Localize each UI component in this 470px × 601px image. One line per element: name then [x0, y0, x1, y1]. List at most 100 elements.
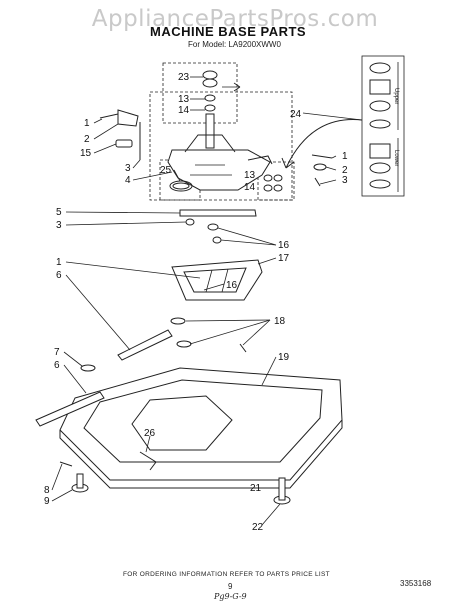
document-number: 3353168 [400, 579, 432, 588]
part-6-18-group [117, 317, 247, 361]
part-3-right [314, 177, 321, 187]
transmission-body [167, 149, 271, 191]
part-17-inner [183, 267, 247, 293]
base-frame-center [131, 395, 233, 451]
part-14-washer-c [273, 184, 283, 192]
part-6-bar [117, 329, 173, 361]
inset-upper-label: Upper [393, 88, 399, 104]
part-25-ring-inner [172, 182, 190, 190]
callout-5: 5 [56, 207, 62, 218]
inset-frame [361, 55, 405, 197]
arrow-marker [222, 82, 241, 92]
top-dashed-box [162, 62, 238, 124]
small-dashed-box [257, 161, 295, 201]
inset-lower-bearing [369, 143, 391, 159]
callout-6-lower: 6 [54, 360, 60, 371]
callout-19: 19 [278, 352, 290, 363]
callout-labels: 23 13 14 24 1 2 15 3 4 25 1 2 3 13 14 5 … [44, 72, 348, 533]
part-13-washer [204, 94, 216, 102]
inset-upper-ring [369, 100, 391, 112]
callout-1-left: 1 [84, 118, 90, 129]
callout-13-top: 13 [178, 94, 190, 105]
inset-pointer-arrow [281, 119, 363, 169]
part-23-ring-lower [202, 78, 218, 88]
callout-2-left: 2 [84, 134, 90, 145]
part-14-washer [204, 104, 216, 112]
callout-3-right: 3 [342, 175, 348, 186]
callout-2-right: 2 [342, 165, 348, 176]
inset-lower-seal [369, 179, 391, 189]
part-21-stem [278, 477, 286, 501]
callout-1-mid: 1 [56, 257, 62, 268]
callout-14-box: 14 [244, 182, 256, 193]
part-26-clip [139, 451, 157, 471]
part-8-bolt [59, 461, 73, 467]
callout-14-top: 14 [178, 105, 190, 116]
part-7-pad [80, 364, 96, 372]
callout-7: 7 [54, 347, 60, 358]
part-5-strap [179, 209, 257, 217]
part-16-clip [212, 236, 222, 244]
callout-26: 26 [144, 428, 156, 439]
bearing-inset [281, 55, 405, 197]
callout-23: 23 [178, 72, 190, 83]
mid-parts-group [179, 209, 257, 244]
upper-assembly-group [149, 62, 295, 201]
part-6-rail [35, 391, 105, 427]
left-rail-group [35, 364, 105, 427]
inset-lower-label: Lower [393, 150, 399, 166]
part-13-washer-c [273, 174, 283, 182]
model-subtitle: For Model: LA9200XWW0 [188, 40, 281, 49]
callout-25: 25 [160, 165, 172, 176]
callout-16-lower: 16 [226, 280, 238, 291]
part-14-washer-b [263, 184, 273, 192]
base-frame-side [59, 420, 343, 489]
transmission-shaft [205, 113, 215, 149]
part-18-clip [239, 343, 247, 353]
part-1-pin-right [311, 154, 333, 159]
left-bracket-group [99, 109, 141, 160]
part-1-mid [207, 223, 219, 231]
base-frame-group [59, 367, 343, 489]
callout-1-right: 1 [342, 151, 348, 162]
transmission-arm [247, 155, 273, 165]
callout-24: 24 [290, 109, 302, 120]
inset-lower-ring [369, 162, 391, 174]
part-2-bracket [117, 109, 139, 127]
part-13-washer-b [263, 174, 273, 182]
part-17-frame [171, 259, 263, 301]
inset-upper-bearing [369, 79, 391, 95]
transmission-dashed-box [149, 91, 293, 201]
transmission-hub [184, 134, 236, 153]
callout-15: 15 [80, 148, 92, 159]
handwritten-note: Pg9-G-9 [214, 592, 247, 601]
callout-22: 22 [252, 522, 264, 533]
page-number: 9 [228, 582, 233, 591]
ordering-note: FOR ORDERING INFORMATION REFER TO PARTS … [123, 571, 330, 578]
part-19-base-frame [59, 367, 343, 481]
part-23-ring [202, 70, 218, 80]
part-9-stem [76, 473, 84, 489]
part-18-pad-b [176, 340, 192, 348]
part-15-spring [115, 139, 133, 148]
inset-upper-seal [369, 119, 391, 129]
callout-16-top: 16 [278, 240, 290, 251]
callout-6-top: 6 [56, 270, 62, 281]
part-3-clip [185, 218, 195, 226]
callout-13-box: 13 [244, 170, 256, 181]
part-18-pad [170, 317, 186, 325]
base-frame-inner [83, 379, 323, 463]
callout-17: 17 [278, 253, 290, 264]
callout-21: 21 [250, 483, 262, 494]
callout-4: 4 [125, 175, 131, 186]
part-25-ring [169, 180, 193, 192]
part-17-group [171, 259, 263, 301]
inset-upper-cap [369, 62, 391, 74]
watermark: AppliancePartsPros.com [91, 6, 379, 32]
right-bracket-group [311, 154, 333, 187]
diagram-title: MACHINE BASE PARTS [150, 24, 307, 39]
callout-18: 18 [274, 316, 286, 327]
transmission-detail [190, 164, 232, 176]
